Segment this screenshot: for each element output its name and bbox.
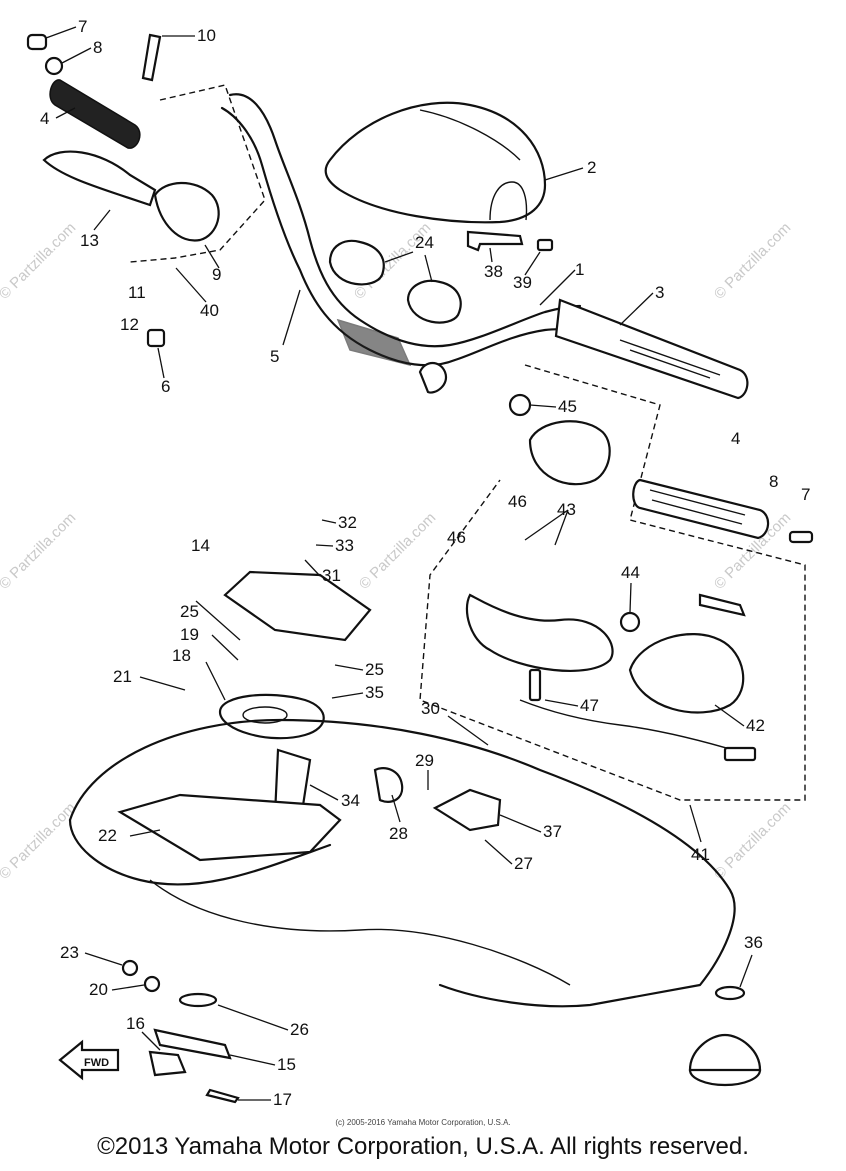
callout-12: 12 (120, 315, 139, 334)
callout-45: 45 (558, 397, 577, 416)
callout-39: 39 (513, 273, 532, 292)
callout-21: 21 (113, 667, 132, 686)
callout-14: 14 (191, 536, 210, 555)
small-copyright-notice: (c) 2005-2016 Yamaha Motor Corporation, … (335, 1118, 511, 1127)
callout-20: 20 (89, 980, 108, 999)
callout-42: 42 (746, 716, 765, 735)
callout-46: 46 (508, 492, 527, 511)
callout-4: 4 (40, 109, 49, 128)
callout-26: 26 (290, 1020, 309, 1039)
callout-46-left: 46 (447, 528, 466, 547)
watermark: © Partzilla.com (0, 509, 79, 592)
callout-33: 33 (335, 536, 354, 555)
left-controls (26, 33, 220, 348)
assembly-outline-left (129, 84, 266, 263)
callout-28: 28 (389, 824, 408, 843)
callout-6: 6 (161, 377, 170, 396)
fwd-direction-arrow: FWD (58, 1039, 120, 1081)
callout-36: 36 (744, 933, 763, 952)
callout-13: 13 (80, 231, 99, 250)
callout-35: 35 (365, 683, 384, 702)
callout-8: 8 (93, 38, 102, 57)
callout-23: 23 (60, 943, 79, 962)
callout-34: 34 (341, 791, 360, 810)
callout-10: 10 (197, 26, 216, 45)
callout-5: 5 (270, 347, 279, 366)
callout-7-right: 7 (801, 485, 810, 504)
bracket-38-39 (466, 230, 554, 252)
steering-plate (218, 570, 372, 827)
callout-19: 19 (180, 625, 199, 644)
callout-4-right: 4 (731, 429, 740, 448)
watermark: © Partzilla.com (356, 509, 439, 592)
callout-18: 18 (172, 646, 191, 665)
steering-boot (688, 985, 762, 1087)
callout-11: 11 (128, 283, 146, 302)
handlebar-cover (324, 101, 547, 224)
leader-lines (45, 26, 753, 1101)
callout-7: 7 (78, 17, 87, 36)
hood-panel (68, 718, 736, 1008)
callout-2: 2 (587, 158, 596, 177)
watermark: © Partzilla.com (0, 799, 79, 882)
callout-47: 47 (580, 696, 599, 715)
callout-3: 3 (655, 283, 664, 302)
callout-30: 30 (421, 699, 440, 718)
watermark: © Partzilla.com (0, 219, 79, 302)
callout-40: 40 (200, 301, 219, 320)
callout-25: 25 (180, 602, 199, 621)
right-grip-tube (554, 298, 749, 400)
callout-38: 38 (484, 262, 503, 281)
fwd-label: FWD (84, 1057, 109, 1069)
callout-31: 31 (322, 566, 341, 585)
copyright-notice: ©2013 Yamaha Motor Corporation, U.S.A. A… (97, 1133, 749, 1160)
watermark: © Partzilla.com (711, 219, 794, 302)
callout-17: 17 (273, 1090, 292, 1109)
lower-hardware (121, 959, 240, 1104)
callout-29: 29 (415, 751, 434, 770)
callout-9: 9 (212, 265, 221, 284)
callout-32: 32 (338, 513, 357, 532)
handlebar (220, 93, 582, 394)
callout-37: 37 (543, 822, 562, 841)
watermark: © Partzilla.com (711, 799, 794, 882)
callout-41: 41 (691, 845, 710, 864)
callout-1: 1 (575, 260, 584, 279)
callout-25-right: 25 (365, 660, 384, 679)
callout-27: 27 (514, 854, 533, 873)
callout-labels: 7 8 10 4 2 13 9 24 38 39 1 11 3 40 12 5 … (40, 17, 810, 1109)
brackets-27-28-37 (373, 767, 502, 832)
callout-15: 15 (277, 1055, 296, 1074)
callout-24: 24 (415, 233, 434, 252)
callout-16: 16 (126, 1014, 145, 1033)
callout-44: 44 (621, 563, 640, 582)
callout-22: 22 (98, 826, 117, 845)
grommets (328, 239, 462, 324)
right-switch-assembly (419, 364, 814, 801)
callout-8-right: 8 (769, 472, 778, 491)
